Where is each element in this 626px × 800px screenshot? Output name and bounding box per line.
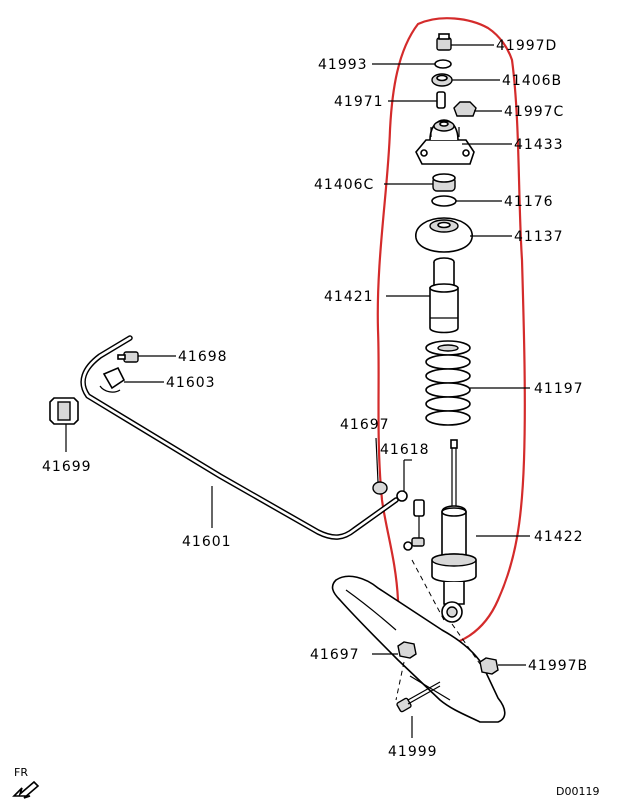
- diagram-code: D00119: [556, 785, 599, 798]
- spring-seat-41137[interactable]: [415, 217, 473, 253]
- coil-spring-41197[interactable]: [425, 340, 471, 426]
- highlight-outline: [376, 17, 526, 648]
- label-41698: 41698: [178, 349, 228, 365]
- collar-41971[interactable]: [436, 91, 446, 109]
- washer-41993[interactable]: [434, 59, 452, 69]
- link-41618[interactable]: [396, 490, 425, 551]
- bracket-41603[interactable]: [99, 366, 126, 393]
- label-41433: 41433: [514, 137, 564, 153]
- bushing-41697-upper[interactable]: [372, 481, 388, 495]
- nut-41997c[interactable]: [453, 101, 477, 117]
- bolt-41999[interactable]: [396, 681, 441, 713]
- washer-41176[interactable]: [431, 195, 457, 207]
- bushing-41699[interactable]: [49, 397, 79, 425]
- label-41422: 41422: [534, 529, 584, 545]
- label-41406c: 41406C: [314, 177, 374, 193]
- nut-41997d[interactable]: [436, 33, 452, 51]
- label-41697-lower: 41697: [310, 647, 360, 663]
- label-41603: 41603: [166, 375, 216, 391]
- label-41971: 41971: [334, 94, 384, 110]
- label-41137: 41137: [514, 229, 564, 245]
- bushing-41406b[interactable]: [431, 73, 453, 87]
- label-41697-upper: 41697: [340, 417, 390, 433]
- nut-41697-lower[interactable]: [397, 641, 417, 659]
- label-41406b: 41406B: [502, 73, 562, 89]
- label-41176: 41176: [504, 194, 554, 210]
- label-41618: 41618: [380, 442, 430, 458]
- shock-absorber-41422[interactable]: [431, 439, 477, 623]
- bump-stop-41421[interactable]: [429, 257, 459, 334]
- direction-label: FR: [14, 766, 28, 779]
- label-41993: 41993: [318, 57, 368, 73]
- label-41997d: 41997D: [496, 38, 557, 54]
- stabilizer-bar-41601[interactable]: [80, 335, 399, 540]
- bushing-41406c[interactable]: [432, 173, 456, 192]
- front-arrow-icon: FR: [12, 766, 40, 799]
- label-41197: 41197: [534, 381, 584, 397]
- label-41699: 41699: [42, 459, 92, 475]
- bolt-41698[interactable]: [117, 351, 139, 363]
- label-41421: 41421: [324, 289, 374, 305]
- nut-41997b[interactable]: [479, 657, 499, 675]
- label-41999: 41999: [388, 744, 438, 760]
- label-41997c: 41997C: [504, 104, 564, 120]
- upper-mount-41433[interactable]: [415, 119, 475, 165]
- label-41997b: 41997B: [528, 658, 588, 674]
- label-41601: 41601: [182, 534, 232, 550]
